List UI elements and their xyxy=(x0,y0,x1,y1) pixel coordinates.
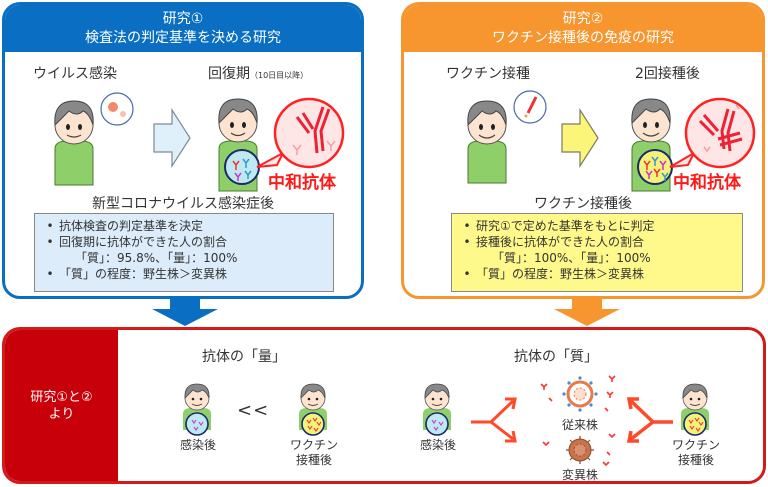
bullet-dot: • xyxy=(46,235,54,249)
conclusion-panel: 研究①と② より 抗体の「量」 抗体の「質」 << 感染後 ワクチン 接種後 xyxy=(2,327,766,484)
study2-panel: 研究② ワクチン接種後の免疫の研究 ワクチン接種 2回接種後 xyxy=(401,2,765,299)
study2-header: 研究② ワクチン接種後の免疫の研究 xyxy=(404,5,762,52)
conventional-strain-label: 従来株 xyxy=(561,418,598,432)
bullet-dot: • xyxy=(46,219,54,233)
study2-stage-before-label: ワクチン接種 xyxy=(446,66,530,82)
study1-stage-after-note: （10日目以降） xyxy=(250,71,309,80)
study1-panel: 研究① 検査法の判定基準を決める研究 ウイルス感染 回復期（10日目以降） xyxy=(2,2,364,299)
study2-title-number: 研究② xyxy=(562,11,604,27)
study2-summary-box: • 研究①で定めた基準をもとに判定 • 接種後に抗体ができた人の割合 「質」：100… xyxy=(451,213,743,292)
post-vaccination-person-icon xyxy=(631,97,756,192)
bullet-dot: • xyxy=(46,267,54,281)
after-vaccine-line1: ワクチン xyxy=(671,438,720,452)
study2-down-arrow-icon xyxy=(554,299,620,326)
after-vaccine-line2: 接種後 xyxy=(295,453,332,467)
study2-bullet-detail: 「質」：100%、「量」：100% xyxy=(492,251,651,265)
study1-summary-box: • 抗体検査の判定基準を決定 • 回復期に抗体ができた人の割合 「質」：95.8%、… xyxy=(34,213,334,292)
study1-stage-before-label: ウイルス感染 xyxy=(33,66,117,82)
variant-strain-virus-icon xyxy=(542,433,616,467)
quantity-comparison-sign: << xyxy=(237,400,270,421)
study1-bullet-text: 「質」の程度：野生株＞変異株 xyxy=(59,267,228,281)
study1-bullet-detail: 「質」：95.8%、「量」：100% xyxy=(75,251,238,265)
study1-bullet-item: • 抗体検査の判定基準を決定 xyxy=(41,218,327,234)
study1-caption: 新型コロナウイルス感染症後 xyxy=(92,196,274,212)
vaccinated-fork-arrow-icon xyxy=(626,397,673,443)
progression-arrow-icon xyxy=(153,108,191,168)
study2-bullet-item: • 接種後に抗体ができた人の割合 xyxy=(458,234,736,250)
bullet-dot: • xyxy=(463,267,471,281)
bullet-dot: • xyxy=(463,235,471,249)
study1-title-number: 研究① xyxy=(162,11,204,27)
infected-person-small-icon xyxy=(423,383,451,436)
bullet-dot: • xyxy=(463,219,471,233)
vaccinated-person-small-icon xyxy=(299,383,327,436)
study1-title: 検査法の判定基準を決める研究 xyxy=(85,30,281,46)
infected-person-icon xyxy=(54,92,134,186)
study1-neutralizing-antibody-label: 中和抗体 xyxy=(268,173,336,193)
study1-down-arrow-icon xyxy=(152,299,218,326)
infected-fork-arrow-icon xyxy=(471,397,517,443)
study2-title: ワクチン接種後の免疫の研究 xyxy=(492,30,674,46)
study1-header: 研究① 検査法の判定基準を決める研究 xyxy=(5,5,361,52)
vaccinated-person-icon xyxy=(467,90,547,184)
after-vaccine-line1: ワクチン xyxy=(289,438,338,452)
study2-bullet-text: 「質」の程度：野生株＞変異株 xyxy=(476,267,645,281)
vaccinated-person-small-icon xyxy=(681,383,709,436)
study2-bullet-item: • 「質」の程度：野生株＞変異株 xyxy=(458,266,736,282)
study2-bullet-text: 研究①で定めた基準をもとに判定 xyxy=(476,219,655,233)
study2-neutralizing-antibody-label: 中和抗体 xyxy=(673,173,741,193)
progression-arrow-icon xyxy=(561,108,599,168)
study1-stage-after-text: 回復期 xyxy=(208,66,250,82)
study1-bullet-text: 抗体検査の判定基準を決定 xyxy=(59,219,204,233)
infected-person-small-icon xyxy=(183,383,211,436)
quality-after-infection-label: 感染後 xyxy=(419,438,456,452)
quantity-after-infection-label: 感染後 xyxy=(179,438,216,452)
conclusion-side-label: 研究①と② より xyxy=(5,330,118,481)
study2-bullet-text: 接種後に抗体ができた人の割合 xyxy=(476,235,645,249)
study1-bullet-item: • 回復期に抗体ができた人の割合 xyxy=(41,234,327,250)
conclusion-side-line1: 研究①と② xyxy=(30,389,93,405)
quality-after-vaccine-label: ワクチン 接種後 xyxy=(663,438,729,468)
after-vaccine-line2: 接種後 xyxy=(677,453,714,467)
quantity-after-vaccine-label: ワクチン 接種後 xyxy=(281,438,347,468)
recovered-person-icon xyxy=(218,97,345,192)
conclusion-side-line2: より xyxy=(48,406,75,422)
study1-bullet-item: • 「質」の程度：野生株＞変異株 xyxy=(41,266,327,282)
variant-strain-label: 変異株 xyxy=(561,468,598,482)
study2-bullet-item: • 研究①で定めた基準をもとに判定 xyxy=(458,218,736,234)
antibody-quality-title: 抗体の「質」 xyxy=(514,349,598,365)
conventional-strain-virus-icon xyxy=(540,375,616,412)
study1-stage-after-label: 回復期（10日目以降） xyxy=(208,63,308,83)
study1-bullet-text: 回復期に抗体ができた人の割合 xyxy=(59,235,228,249)
study2-stage-after-label: 2回接種後 xyxy=(635,66,700,82)
study2-caption: ワクチン接種後 xyxy=(534,196,632,212)
antibody-quantity-title: 抗体の「量」 xyxy=(202,349,286,365)
